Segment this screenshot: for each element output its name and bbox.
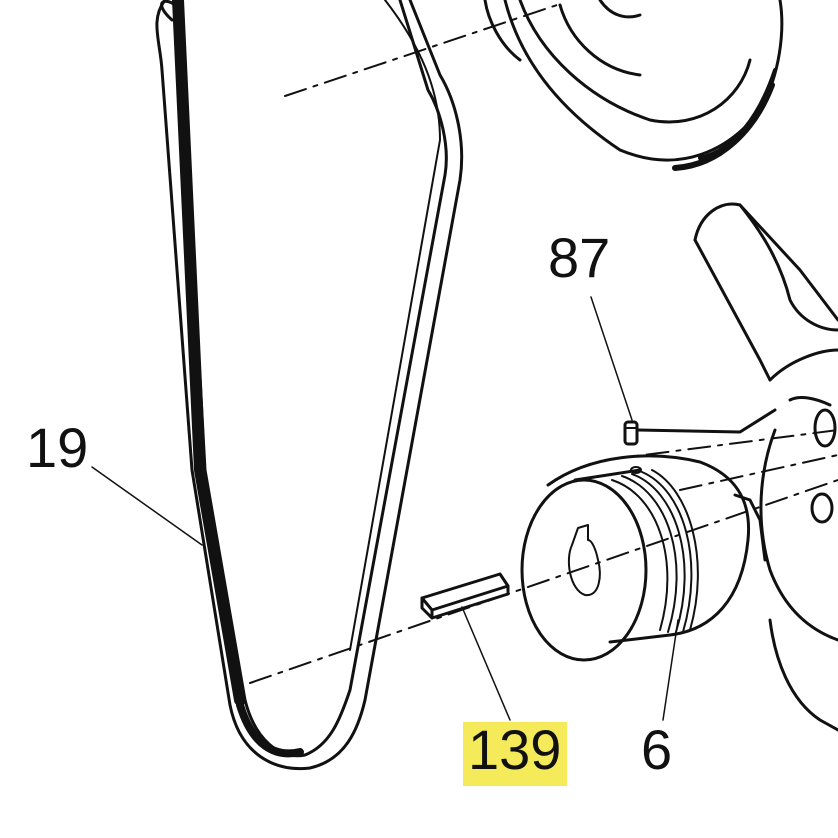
motor-bracket xyxy=(636,202,838,732)
highlight-139 xyxy=(463,722,567,786)
callout-pulley: 6 xyxy=(641,718,673,781)
callout-belt: 19 xyxy=(26,416,89,479)
leader-lines xyxy=(91,296,679,721)
callout-key: 139 xyxy=(468,718,562,781)
v-belt xyxy=(155,0,464,771)
pin xyxy=(623,420,639,446)
small-pulley xyxy=(520,454,751,662)
center-lines xyxy=(249,3,838,684)
callout-pin: 87 xyxy=(548,226,611,289)
key xyxy=(420,572,510,620)
upper-pulley xyxy=(483,0,784,171)
